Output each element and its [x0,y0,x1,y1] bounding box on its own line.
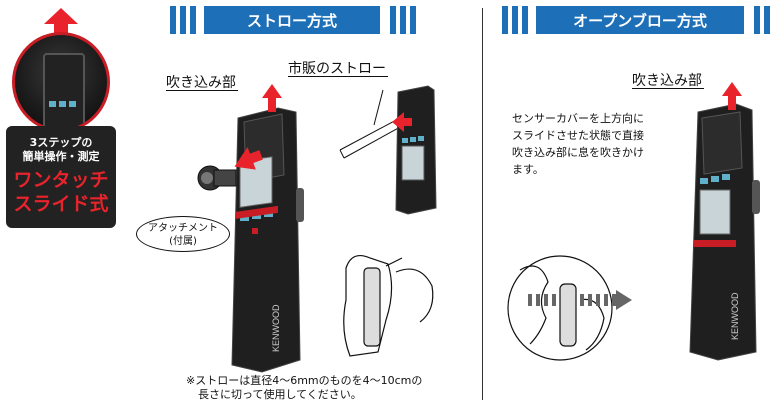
attachment-callout: アタッチメント (付属) [136,216,230,252]
label-commercial-straw: 市販のストロー [288,58,386,78]
device-brand-right: KENWOOD [730,292,740,340]
desc-line3: 吹き込み部に息を吹きかけ [512,144,662,161]
hand-holding-device [344,256,433,356]
device-open-blow: KENWOOD [690,82,760,360]
device-straw-small [392,86,436,214]
device-straw-main: KENWOOD [232,108,304,372]
label-inlet-left: 吹き込み部 [166,72,236,92]
straw-note: ※ストローは直径4〜6mmのものを4〜10cmの 長さに切って使用してください。 [186,374,422,402]
desc-line1: センサーカバーを上方向に [512,110,662,127]
attachment-label: アタッチメント [137,222,229,235]
desc-line4: ます。 [512,161,662,178]
open-blow-description: センサーカバーを上方向に スライドさせた状態で直接 吹き込み部に息を吹きかけ ま… [512,110,662,178]
label-straw-underline [288,76,388,77]
straw [340,90,402,158]
label-inlet-left-underline [166,90,238,91]
label-inlet-right-underline [632,88,704,89]
label-inlet-right: 吹き込み部 [632,70,702,90]
note-line2: 長さに切って使用してください。 [186,388,422,402]
note-line1: ※ストローは直径4〜6mmのものを4〜10cmの [186,374,422,388]
attachment-part [198,166,236,190]
face-blowing-device [508,256,612,360]
attachment-sub-label: (付属) [137,235,229,248]
device-brand-left: KENWOOD [271,304,281,352]
desc-line2: スライドさせた状態で直接 [512,127,662,144]
